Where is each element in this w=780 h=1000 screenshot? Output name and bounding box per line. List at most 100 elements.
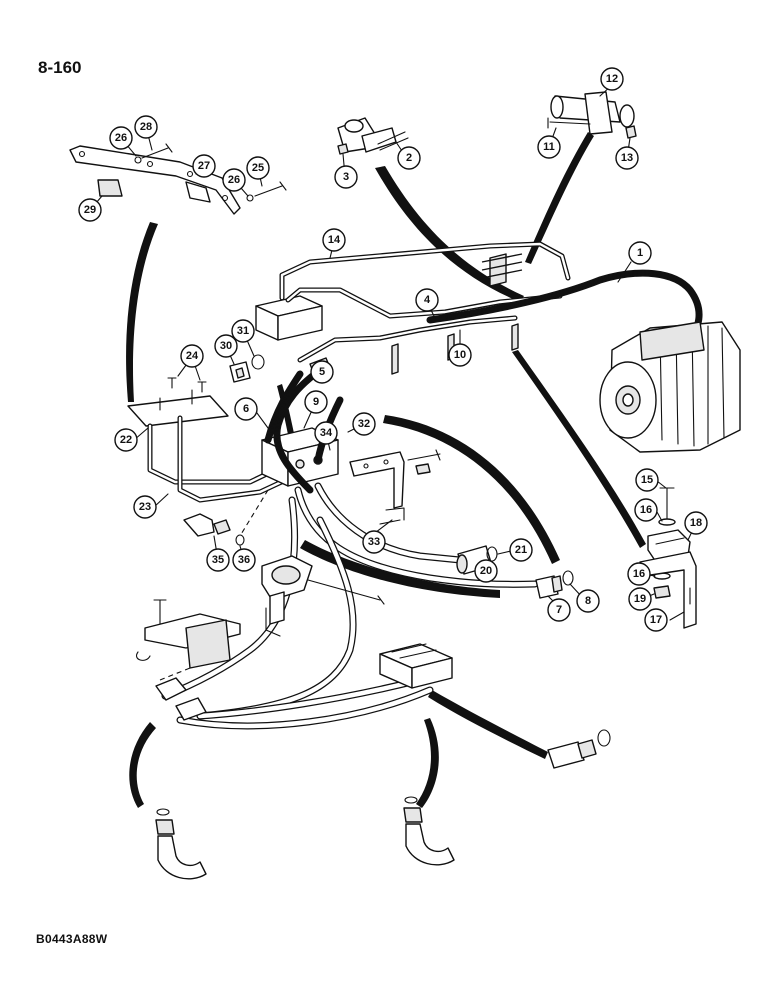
callout-16-upper: 16 bbox=[634, 498, 658, 522]
callout-6: 6 bbox=[234, 397, 258, 421]
callout-13: 13 bbox=[615, 146, 639, 170]
fitting-7-hex bbox=[551, 575, 563, 593]
svg-text:7: 7 bbox=[556, 604, 562, 616]
callout-19: 19 bbox=[628, 587, 652, 611]
tube-clip bbox=[481, 253, 523, 279]
svg-text:14: 14 bbox=[328, 234, 341, 246]
washer-16-upper bbox=[658, 518, 676, 526]
valve-port bbox=[344, 119, 364, 133]
bracket-hole bbox=[146, 160, 154, 168]
bracket-32-hole bbox=[363, 463, 369, 469]
callout-5: 5 bbox=[310, 360, 334, 384]
hose-to-elbow-right bbox=[196, 676, 424, 720]
svg-text:22: 22 bbox=[120, 434, 132, 446]
valve-assembly-top bbox=[337, 117, 409, 155]
callout-3: 3 bbox=[334, 165, 358, 189]
bracket-hole bbox=[78, 150, 86, 158]
svg-text:18: 18 bbox=[690, 517, 702, 529]
solenoid-side bbox=[277, 305, 323, 341]
nut-32 bbox=[415, 463, 431, 475]
svg-text:5: 5 bbox=[319, 366, 325, 378]
left-tube-bracket bbox=[127, 377, 293, 503]
bracket-22 bbox=[127, 395, 229, 427]
svg-text:11: 11 bbox=[543, 141, 555, 153]
valve-block-ribs bbox=[391, 643, 437, 659]
washer-26-lower bbox=[246, 194, 254, 202]
svg-text:21: 21 bbox=[515, 544, 527, 556]
svg-text:32: 32 bbox=[358, 418, 370, 430]
long-hoses bbox=[161, 482, 539, 730]
bracket-hole bbox=[221, 194, 229, 202]
bracket-32-hole bbox=[383, 459, 389, 465]
bolt-28 bbox=[141, 143, 173, 159]
bracket-hole bbox=[186, 170, 194, 178]
callout-1: 1 bbox=[628, 241, 652, 265]
tube-10 bbox=[297, 315, 518, 363]
svg-text:9: 9 bbox=[313, 396, 319, 408]
callout-8: 8 bbox=[576, 589, 600, 613]
callout-22: 22 bbox=[114, 428, 138, 452]
svg-text:8: 8 bbox=[585, 595, 591, 607]
callout-27: 27 bbox=[192, 154, 216, 178]
svg-text:33: 33 bbox=[368, 536, 380, 548]
elbow-left bbox=[157, 835, 207, 880]
tube-support-drop bbox=[391, 343, 399, 375]
screw-24-left bbox=[167, 377, 177, 389]
leader-strokes bbox=[126, 132, 646, 808]
callout-30: 30 bbox=[214, 334, 238, 358]
o-ring-31 bbox=[251, 354, 265, 370]
support-bracket-27 bbox=[69, 145, 241, 215]
callout-35: 35 bbox=[206, 548, 230, 572]
callout-26-left: 26 bbox=[109, 126, 133, 150]
pump-ribs bbox=[659, 325, 725, 447]
callout-18: 18 bbox=[684, 511, 708, 535]
dashed-guide bbox=[239, 489, 269, 537]
elbow-right-hex bbox=[403, 807, 423, 823]
bolt-25 bbox=[254, 181, 287, 197]
callout-26-right: 26 bbox=[222, 168, 246, 192]
svg-text:17: 17 bbox=[650, 614, 662, 626]
valve-block-side bbox=[411, 657, 453, 689]
bracket-tab bbox=[185, 181, 211, 203]
callout-20: 20 bbox=[474, 559, 498, 583]
pump-top-block bbox=[639, 321, 705, 361]
fitting-35-elbow bbox=[183, 513, 215, 537]
clamp-end bbox=[550, 95, 564, 119]
svg-text:3: 3 bbox=[343, 171, 349, 183]
nut-19 bbox=[653, 585, 671, 599]
callout-2: 2 bbox=[397, 146, 421, 170]
o-ring-8 bbox=[562, 570, 574, 586]
svg-text:28: 28 bbox=[140, 121, 152, 133]
svg-text:16: 16 bbox=[640, 504, 652, 516]
screw-24-right bbox=[197, 381, 207, 393]
clamp-assembly-top-right bbox=[547, 91, 637, 139]
bracket-block-29 bbox=[97, 179, 123, 197]
svg-text:16: 16 bbox=[633, 568, 645, 580]
callout-7: 7 bbox=[547, 598, 571, 622]
callout-12: 12 bbox=[600, 67, 624, 91]
callout-21: 21 bbox=[509, 538, 533, 562]
adapter-20-end bbox=[456, 554, 468, 574]
callout-32: 32 bbox=[352, 412, 376, 436]
svg-text:23: 23 bbox=[139, 501, 151, 513]
callout-29: 29 bbox=[78, 198, 102, 222]
callout-15: 15 bbox=[635, 468, 659, 492]
tee-fitting-2 bbox=[175, 697, 207, 721]
callout-10: 10 bbox=[448, 343, 472, 367]
callout-33: 33 bbox=[362, 530, 386, 554]
hydraulic-pump bbox=[599, 321, 741, 453]
control-manifold bbox=[261, 427, 441, 525]
svg-text:2: 2 bbox=[406, 152, 412, 164]
fitting-30-hex bbox=[235, 367, 245, 379]
tube-23-a bbox=[147, 423, 278, 485]
callouts: 1 2 3 4 5 6 7 8 9 10 11 12 13 14 15 16 1… bbox=[78, 67, 708, 632]
svg-text:4: 4 bbox=[424, 294, 431, 306]
svg-text:27: 27 bbox=[198, 160, 210, 172]
svg-text:6: 6 bbox=[243, 403, 249, 415]
svg-text:36: 36 bbox=[238, 554, 250, 566]
leader-bracket-to-tubes bbox=[126, 222, 158, 402]
elbow-right bbox=[405, 823, 455, 866]
svg-text:15: 15 bbox=[641, 474, 653, 486]
callout-31: 31 bbox=[231, 319, 255, 343]
svg-text:26: 26 bbox=[228, 174, 240, 186]
